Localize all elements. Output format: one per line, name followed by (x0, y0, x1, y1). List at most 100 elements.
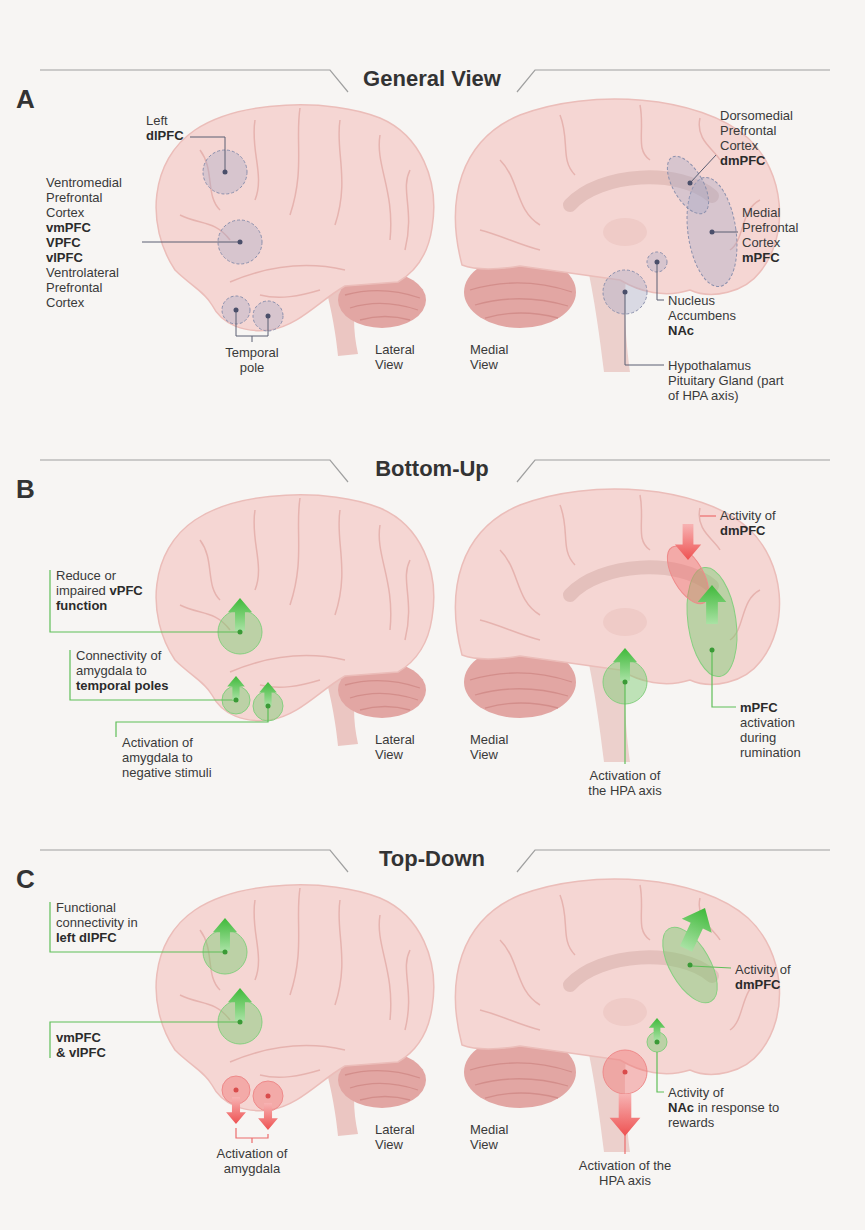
annotation-line: dmPFC (720, 153, 808, 168)
annotation-line: mPFC (742, 250, 822, 265)
annotation-line: Medial View (470, 732, 530, 762)
decrease-arrow (226, 1097, 246, 1124)
region-abbreviation: mPFC (740, 700, 778, 715)
annotation-line: Medial View (470, 342, 530, 372)
annotation: Activity ofdmPFC (735, 962, 815, 992)
annotation-line: Activation of amygdala to negative stimu… (122, 735, 228, 780)
annotation: Activation of amygdala (212, 1146, 292, 1176)
annotation-line: Activation of the HPA axis (575, 1158, 675, 1188)
drawing-part (655, 1040, 660, 1045)
annotation-line: Activity of (668, 1085, 786, 1100)
annotation-line: Activity of (735, 962, 815, 977)
region-label: Functional connectivity in (56, 900, 138, 930)
panel-letter: B (16, 474, 35, 504)
region-label: Activity of (735, 962, 791, 977)
drawing-part (266, 704, 271, 709)
annotation: Hypothalamus Pituitary Gland (part of HP… (668, 358, 793, 403)
leader-line (712, 650, 736, 707)
region-abbreviation: vmPFC (46, 220, 91, 235)
annotation-line: Functional connectivity in (56, 900, 156, 930)
leader-line (236, 1128, 268, 1143)
leader-line (190, 137, 225, 172)
leader-line (657, 1052, 664, 1092)
region-label: Ventromedial Prefrontal Cortex (46, 175, 122, 220)
drawing-part (223, 950, 228, 955)
drawing-part (688, 181, 693, 186)
annotation-line: VPFC (46, 235, 142, 250)
annotation-line: C (16, 864, 50, 894)
panel-heading: Bottom-Up (375, 456, 489, 481)
panel-heading: General View (363, 66, 501, 91)
annotation-line: Lateral View (375, 732, 435, 762)
panel-letter-box: A (16, 84, 50, 114)
annotation-line: Top-Down (332, 846, 532, 872)
region-label: Activation of the HPA axis (588, 768, 661, 798)
drawing-part (266, 314, 271, 319)
region-label: Activation of amygdala to negative stimu… (122, 735, 212, 780)
increase-arrow (228, 988, 252, 1021)
region-abbreviation: vlPFC (46, 250, 83, 265)
panel-heading-box: General View (332, 66, 532, 92)
decrease-arrow (675, 524, 701, 560)
annotation-line: left dlPFC (56, 930, 156, 945)
leader-line (692, 966, 731, 968)
annotation: Lateral View (375, 342, 435, 372)
region-label: activation during rumination (740, 715, 801, 760)
region-abbreviation: VPFC (46, 235, 81, 250)
region-abbreviation: mPFC (742, 250, 780, 265)
annotation-line: mPFC (740, 700, 815, 715)
drawing-part (688, 963, 693, 968)
increase-arrow (228, 598, 252, 631)
leader-line (142, 242, 240, 243)
panel-letter: C (16, 864, 35, 894)
annotation-line: dmPFC (720, 523, 800, 538)
region-label: Nucleus Accumbens (668, 293, 736, 323)
region-label: Lateral View (375, 342, 415, 372)
drawing-part (238, 240, 243, 245)
annotation-line: Reduce or impairedvPFC function (56, 568, 152, 613)
lateral-brain (156, 105, 434, 356)
center-dots (234, 1070, 628, 1099)
region-label: Medial View (470, 1122, 508, 1152)
region-label: Activation of the HPA axis (579, 1158, 672, 1188)
annotation-line: Lateral View (375, 1122, 435, 1152)
annotation: Medial View (470, 732, 530, 762)
decrease-arrow (610, 1094, 641, 1136)
annotation-line: Ventrolateral Prefrontal Cortex (46, 265, 142, 310)
region-label: Left (146, 113, 168, 128)
annotation-line: Dorsomedial Prefrontal Cortex (720, 108, 808, 153)
increase-arrow (698, 585, 727, 624)
annotation-line: Activation of amygdala (212, 1146, 292, 1176)
annotation-line: Bottom-Up (332, 456, 532, 482)
region-marker (603, 1050, 647, 1094)
leader-line (625, 292, 664, 365)
region-label: Activity of (720, 508, 776, 523)
region-label: Lateral View (375, 732, 415, 762)
increase-arrow (227, 676, 245, 700)
lateral-brain (156, 885, 434, 1136)
panel-heading-box: Top-Down (332, 846, 532, 872)
region-abbreviation: vmPFC & vlPFC (56, 1030, 106, 1060)
annotation: Activation of amygdala to negative stimu… (122, 735, 228, 780)
drawing-part (655, 260, 660, 265)
drawing-part (623, 290, 628, 295)
annotation: Activation of the HPA axis (575, 1158, 675, 1188)
leader-line (624, 682, 625, 764)
annotation-line: Connectivity of amygdala to (76, 648, 188, 678)
annotation-line: Left (146, 113, 196, 128)
annotation: mPFCactivation during rumination (740, 700, 815, 760)
annotation-line: Activity of (720, 508, 800, 523)
medial-brain (455, 879, 779, 1152)
region-label: Hypothalamus Pituitary Gland (part of HP… (668, 358, 784, 403)
annotation-line: dmPFC (735, 977, 815, 992)
medial-brain (455, 489, 779, 762)
annotation-line: vlPFC (46, 250, 142, 265)
annotation: Ventromedial Prefrontal CortexvmPFCVPFCv… (46, 175, 142, 310)
region-label: Temporal pole (225, 345, 278, 375)
region-abbreviation: dmPFC (720, 523, 766, 538)
region-abbreviation: left dlPFC (56, 930, 117, 945)
drawing-part (710, 648, 715, 653)
drawing-part (234, 308, 239, 313)
center-dots (223, 170, 715, 319)
annotation-line: Hypothalamus Pituitary Gland (part of HP… (668, 358, 793, 403)
